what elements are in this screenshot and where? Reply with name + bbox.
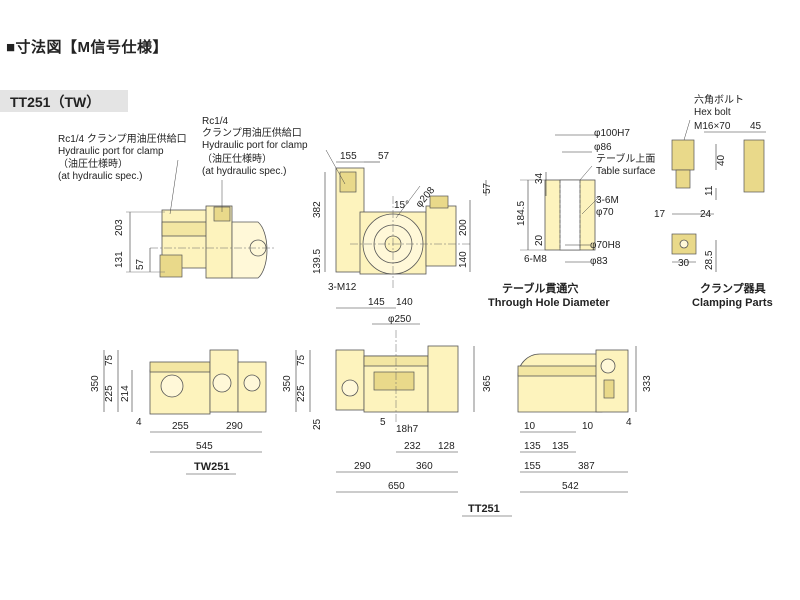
dim-545: 545 [196, 441, 213, 452]
dim-350b: 350 [282, 375, 293, 392]
svg-text:Rc1/4: Rc1/4 [202, 116, 229, 127]
svg-text:Hydraulic port for clamp: Hydraulic port for clamp [58, 146, 164, 157]
dim-250: φ250 [388, 314, 412, 325]
dim-131: 131 [114, 251, 125, 268]
dim-232: 232 [404, 441, 421, 452]
dim-10a: 10 [524, 421, 536, 432]
svg-text:Hex bolt: Hex bolt [694, 107, 731, 118]
dimension-values: 203 131 57 155 57 15° φ208 57 382 200 13… [90, 121, 762, 492]
svg-text:六角ボルト: 六角ボルト [694, 94, 744, 106]
svg-text:(at hydraulic spec.): (at hydraulic spec.) [202, 166, 286, 177]
svg-text:テーブル上面: テーブル上面 [596, 152, 655, 165]
dim-11: 11 [704, 185, 715, 196]
dim-225b: 225 [296, 385, 307, 402]
tt251-front-view [335, 330, 459, 422]
dim-140b: 140 [396, 297, 413, 308]
svg-text:クランプ用油圧供給口: クランプ用油圧供給口 [202, 126, 302, 139]
model-tab: TT251（TW） [0, 90, 128, 112]
dim-3-m12: 3-M12 [328, 282, 357, 293]
dim-57b: 57 [378, 151, 390, 162]
dim-225a: 225 [104, 385, 115, 402]
dim-6-m8: 6-M8 [524, 254, 547, 265]
svg-text:Hydraulic port for clamp: Hydraulic port for clamp [202, 140, 308, 151]
dim-203: 203 [114, 219, 125, 236]
page-title: ■寸法図【M信号仕様】 [6, 39, 169, 56]
dim-5: 5 [380, 417, 386, 428]
dim-184-5: 184.5 [516, 201, 527, 226]
dim-3-6m: 3-6M [596, 195, 619, 206]
dim-145: 145 [368, 297, 385, 308]
dim-200: 200 [458, 219, 469, 236]
dim-75a: 75 [104, 354, 115, 366]
dim-70: φ70 [596, 207, 614, 218]
dim-75b: 75 [296, 354, 307, 366]
hex-bolt-note: 六角ボルト Hex bolt M16×70 [694, 94, 744, 132]
dim-4b: 4 [626, 417, 632, 428]
dim-214: 214 [120, 385, 131, 402]
dim-57a: 57 [135, 258, 146, 270]
tw251-front-view [149, 349, 267, 415]
port-note-1: Rc1/4 クランプ用油圧供給口 Hydraulic port for clam… [58, 132, 187, 182]
dim-57c: 57 [482, 182, 493, 194]
dim-86: φ86 [594, 142, 612, 153]
table-surface-note: テーブル上面 Table surface [596, 152, 656, 177]
through-hole-section [520, 179, 596, 251]
clamping-parts [671, 139, 765, 255]
dim-382: 382 [312, 201, 323, 218]
dim-30: 30 [678, 258, 690, 269]
dim-155b: 155 [524, 461, 541, 472]
dim-135b: 135 [552, 441, 569, 452]
model-tab-label: TT251（TW） [10, 94, 101, 110]
tw251-top-view [150, 205, 276, 279]
dim-360: 360 [416, 461, 433, 472]
dim-34: 34 [534, 172, 545, 184]
leader-lines [169, 119, 691, 219]
svg-text:Table surface: Table surface [596, 166, 656, 177]
svg-text:（油圧仕様時）: （油圧仕様時） [202, 152, 272, 165]
tw251-caption: TW251 [194, 461, 229, 473]
dim-350a: 350 [90, 375, 101, 392]
svg-text:M16×70: M16×70 [694, 121, 731, 132]
dim-128: 128 [438, 441, 455, 452]
dim-18h7: 18h7 [396, 424, 419, 435]
port-note-2: Rc1/4 クランプ用油圧供給口 Hydraulic port for clam… [202, 116, 308, 177]
dim-155: 155 [340, 151, 357, 162]
through-hole-caption-jp: テーブル貫通穴 [502, 281, 578, 295]
dim-650: 650 [388, 481, 405, 492]
dim-15deg: 15° [394, 200, 409, 211]
dim-100h7: φ100H7 [594, 128, 630, 139]
dim-333: 333 [642, 375, 653, 392]
dim-45: 45 [750, 121, 762, 132]
dim-83: φ83 [590, 256, 608, 267]
tt251-side-view [517, 349, 629, 413]
dim-140a: 140 [458, 251, 469, 268]
dim-290b: 290 [354, 461, 371, 472]
dim-4a: 4 [136, 417, 142, 428]
svg-text:(at hydraulic spec.): (at hydraulic spec.) [58, 171, 142, 182]
dim-255: 255 [172, 421, 189, 432]
tt251-top-view [335, 167, 470, 290]
dim-135a: 135 [524, 441, 541, 452]
clamping-caption-en: Clamping Parts [692, 297, 773, 309]
dim-24: 24 [700, 209, 712, 220]
dim-387: 387 [578, 461, 595, 472]
dim-25: 25 [312, 418, 323, 430]
dim-17: 17 [654, 209, 666, 220]
dim-542: 542 [562, 481, 579, 492]
dim-28-5: 28.5 [704, 250, 715, 270]
dimension-lines [103, 131, 766, 493]
dim-365: 365 [482, 375, 493, 392]
dim-70h8: φ70H8 [590, 240, 621, 251]
tt251-caption: TT251 [468, 503, 500, 515]
clamping-caption-jp: クランプ器具 [700, 281, 766, 295]
dim-290a: 290 [226, 421, 243, 432]
dim-139-5: 139.5 [312, 249, 323, 274]
svg-text:（油圧仕様時）: （油圧仕様時） [58, 157, 128, 170]
through-hole-caption-en: Through Hole Diameter [488, 297, 610, 309]
dim-10b: 10 [582, 421, 594, 432]
svg-text:Rc1/4 クランプ用油圧供給口: Rc1/4 クランプ用油圧供給口 [58, 132, 187, 145]
dim-40: 40 [716, 154, 727, 166]
dim-20: 20 [534, 234, 545, 246]
